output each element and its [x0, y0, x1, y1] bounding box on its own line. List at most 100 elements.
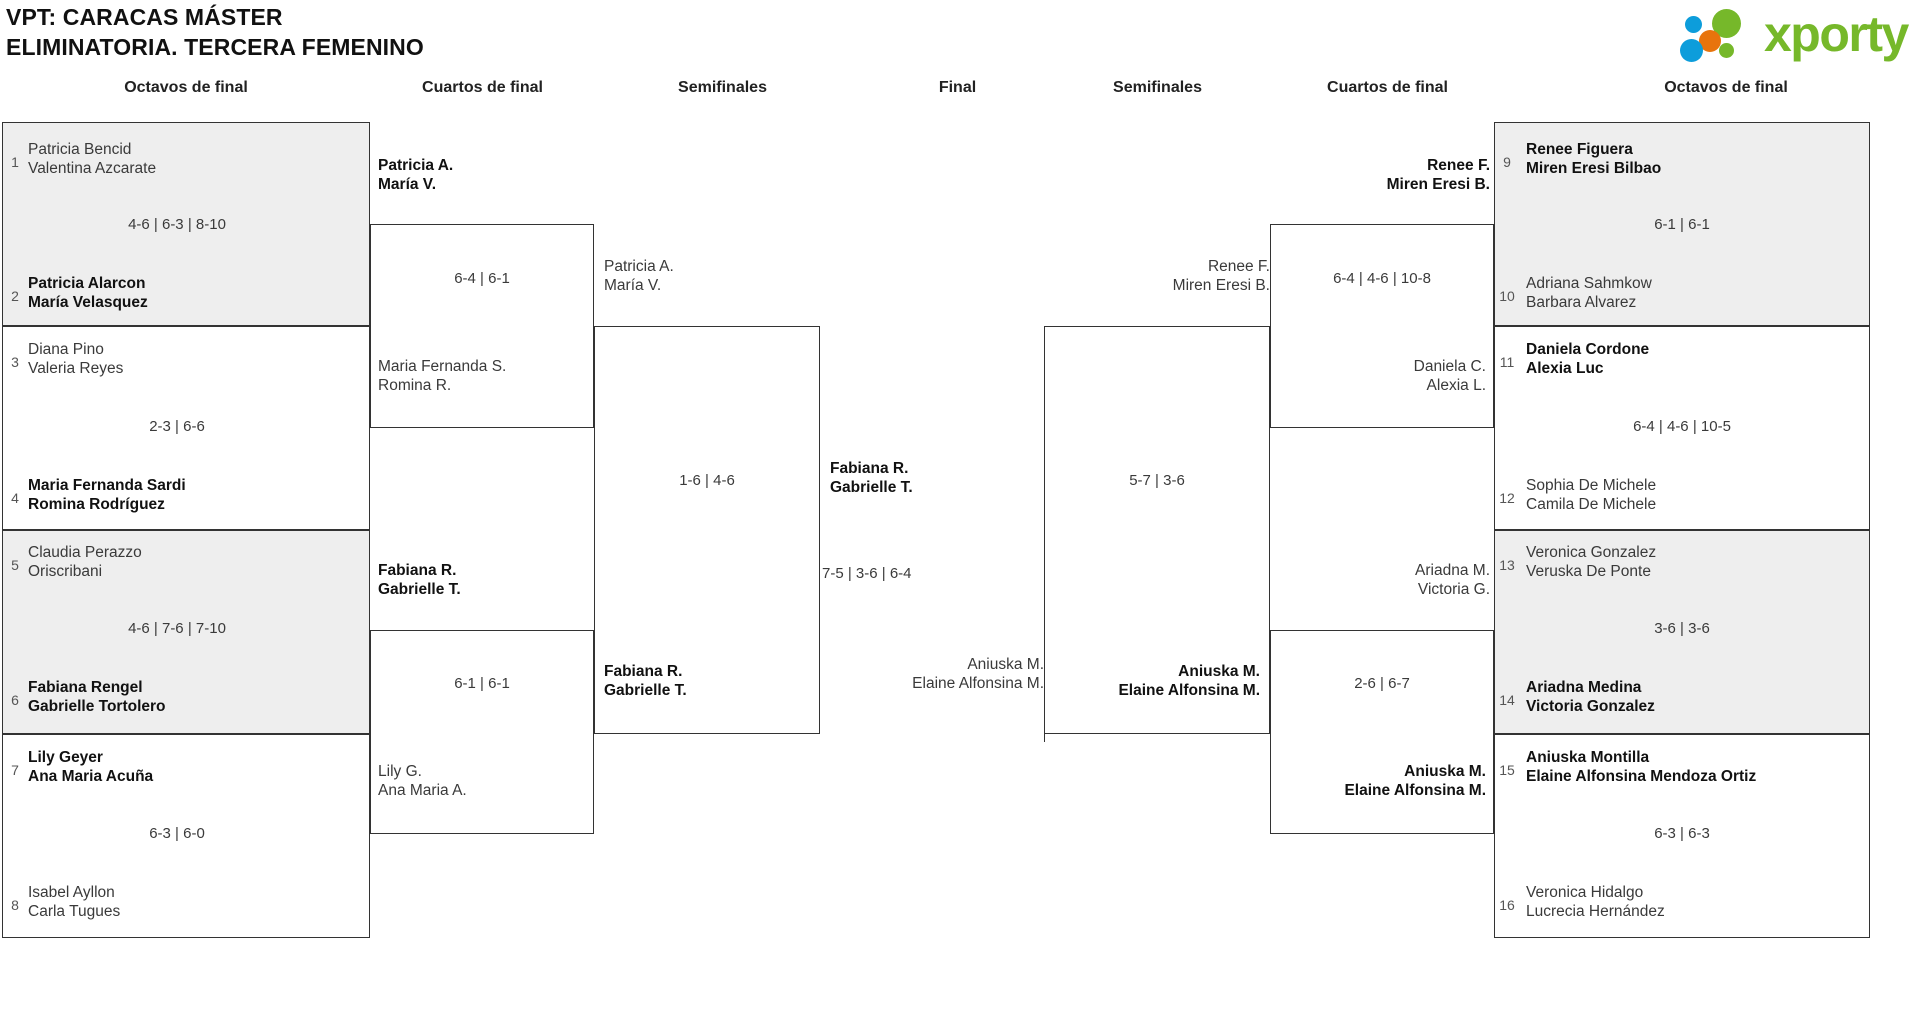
team-name-line1: Patricia Bencid: [28, 141, 132, 158]
seed-number: 10: [1499, 288, 1515, 304]
team-name-line2: Ana Maria A.: [378, 782, 467, 799]
team-name-line1: Aniuska Montilla: [1526, 749, 1650, 766]
round-header-semis-left: Semifinales: [678, 79, 767, 96]
team-name-line2: Barbara Alvarez: [1526, 294, 1637, 311]
match-score: 6-1 | 6-1: [454, 675, 510, 692]
match-box-lqf-1[interactable]: [370, 224, 594, 428]
match-score: 6-4 | 4-6 | 10-8: [1333, 270, 1431, 287]
team-name-line1: Aniuska M.: [1404, 763, 1486, 780]
team-name-line1: Claudia Perazzo: [28, 544, 142, 561]
title-line-2: ELIMINATORIA. TERCERA FEMENINO: [6, 34, 424, 60]
seed-number: 5: [11, 557, 19, 573]
team-name-line1: Daniela C.: [1413, 358, 1486, 375]
match-score: 2-6 | 6-7: [1354, 675, 1410, 692]
team-name-line1: Renee Figuera: [1526, 141, 1633, 158]
seed-number: 7: [11, 762, 19, 778]
final-bottom-team-line1: Aniuska M.: [967, 656, 1044, 673]
logo-dot-blue-small: [1685, 16, 1702, 33]
team-name-line2: Valentina Azcarate: [28, 160, 157, 177]
match-score: 3-6 | 3-6: [1654, 620, 1710, 637]
team-name-line1: Diana Pino: [28, 341, 104, 358]
match-score: 6-3 | 6-3: [1654, 825, 1710, 842]
seed-number: 11: [1499, 354, 1515, 370]
match-box-l16-1[interactable]: [2, 122, 370, 326]
team-name-line2: Miren Eresi Bilbao: [1526, 160, 1662, 177]
match-score: 1-6 | 4-6: [679, 472, 735, 489]
team-name-line2: Ana Maria Acuña: [28, 768, 154, 785]
team-name-line2: Alexia Luc: [1526, 360, 1604, 377]
team-name-line2: Elaine Alfonsina M.: [1344, 782, 1486, 799]
match-box-rqf-1[interactable]: [1270, 224, 1494, 428]
seed-number: 9: [1503, 154, 1511, 170]
team-name-line1: Maria Fernanda S.: [378, 358, 507, 375]
match-box-l16-3[interactable]: [2, 530, 370, 734]
round-header-octavos-right: Octavos de final: [1664, 79, 1788, 96]
match-box-r16-1[interactable]: [1494, 122, 1870, 326]
team-name-line1: Veronica Hidalgo: [1526, 884, 1644, 901]
match-score: 6-4 | 6-1: [454, 270, 510, 287]
team-name-line2: Gabrielle Tortolero: [28, 698, 166, 715]
team-name-line2: Victoria Gonzalez: [1526, 698, 1655, 715]
seed-number: 15: [1499, 762, 1515, 778]
round-header-semis-right: Semifinales: [1113, 79, 1202, 96]
logo-dot-orange: [1699, 30, 1721, 52]
match-score: 5-7 | 3-6: [1129, 472, 1185, 489]
match-score: 6-1 | 6-1: [1654, 216, 1710, 233]
team-name-line2: Lucrecia Hernández: [1526, 903, 1665, 920]
seed-number: 14: [1499, 692, 1515, 708]
team-name-line1: Patricia A.: [604, 258, 674, 275]
final-bottom-team-line2: Elaine Alfonsina M.: [912, 675, 1044, 692]
seed-number: 8: [11, 897, 19, 913]
team-name-line2: Romina Rodríguez: [28, 496, 165, 513]
seed-number: 12: [1499, 490, 1515, 506]
team-name-line2: Alexia L.: [1426, 377, 1486, 394]
team-name-line1: Ariadna Medina: [1526, 679, 1642, 696]
team-name-line2: Gabrielle T.: [604, 682, 687, 699]
team-name-line2: María V.: [378, 176, 437, 193]
team-name-line1: Lily G.: [378, 763, 422, 780]
match-box-lqf-2[interactable]: [370, 630, 594, 834]
seed-number: 6: [11, 692, 19, 708]
logo-dots-icon: [1678, 8, 1764, 64]
team-name-line2: Veruska De Ponte: [1526, 563, 1651, 580]
seed-number: 2: [11, 288, 19, 304]
team-name-line2: Elaine Alfonsina Mendoza Ortiz: [1526, 768, 1757, 785]
match-score: 2-3 | 6-6: [149, 418, 205, 435]
team-name-line2: Victoria G.: [1417, 581, 1490, 598]
team-name-line1: Patricia A.: [378, 157, 454, 174]
final-score: 7-5 | 3-6 | 6-4: [822, 565, 912, 582]
match-box-rsf-1[interactable]: [1044, 326, 1270, 734]
match-box-lsf-1[interactable]: [594, 326, 820, 734]
round-header-cuartos-left: Cuartos de final: [422, 79, 543, 96]
seed-number: 3: [11, 354, 19, 370]
logo-dot-green-small: [1719, 43, 1734, 58]
team-name-line1: Ariadna M.: [1415, 562, 1490, 579]
seed-number: 1: [11, 154, 19, 170]
team-name-line1: Fabiana R.: [378, 562, 457, 579]
team-name-line2: Oriscribani: [28, 563, 103, 580]
team-name-line1: Aniuska M.: [1178, 663, 1260, 680]
match-box-l16-2[interactable]: [2, 326, 370, 530]
seed-number: 4: [11, 490, 19, 506]
match-score: 6-3 | 6-0: [149, 825, 205, 842]
team-name-line2: María Velasquez: [28, 294, 148, 311]
team-name-line1: Renee F.: [1207, 258, 1270, 275]
final-top-team-line2: Gabrielle T.: [830, 479, 913, 496]
title-line-1: VPT: CARACAS MÁSTER: [6, 4, 283, 30]
match-box-l16-4[interactable]: [2, 734, 370, 938]
team-name-line1: Fabiana Rengel: [28, 679, 143, 696]
match-score: 4-6 | 6-3 | 8-10: [128, 216, 226, 233]
page-title: VPT: CARACAS MÁSTER ELIMINATORIA. TERCER…: [6, 2, 424, 62]
match-box-r16-4[interactable]: [1494, 734, 1870, 938]
match-box-rqf-2[interactable]: [1270, 630, 1494, 834]
round-header-cuartos-right: Cuartos de final: [1327, 79, 1448, 96]
team-name-line1: Veronica Gonzalez: [1526, 544, 1657, 561]
match-box-r16-2[interactable]: [1494, 326, 1870, 530]
team-name-line1: Lily Geyer: [28, 749, 103, 766]
team-name-line2: Gabrielle T.: [378, 581, 461, 598]
final-top-team-line1: Fabiana R.: [830, 460, 909, 477]
team-name-line2: Miren Eresi B.: [1386, 176, 1490, 193]
match-box-r16-3[interactable]: [1494, 530, 1870, 734]
team-name-line1: Daniela Cordone: [1526, 341, 1650, 358]
team-name-line1: Sophia De Michele: [1526, 477, 1657, 494]
